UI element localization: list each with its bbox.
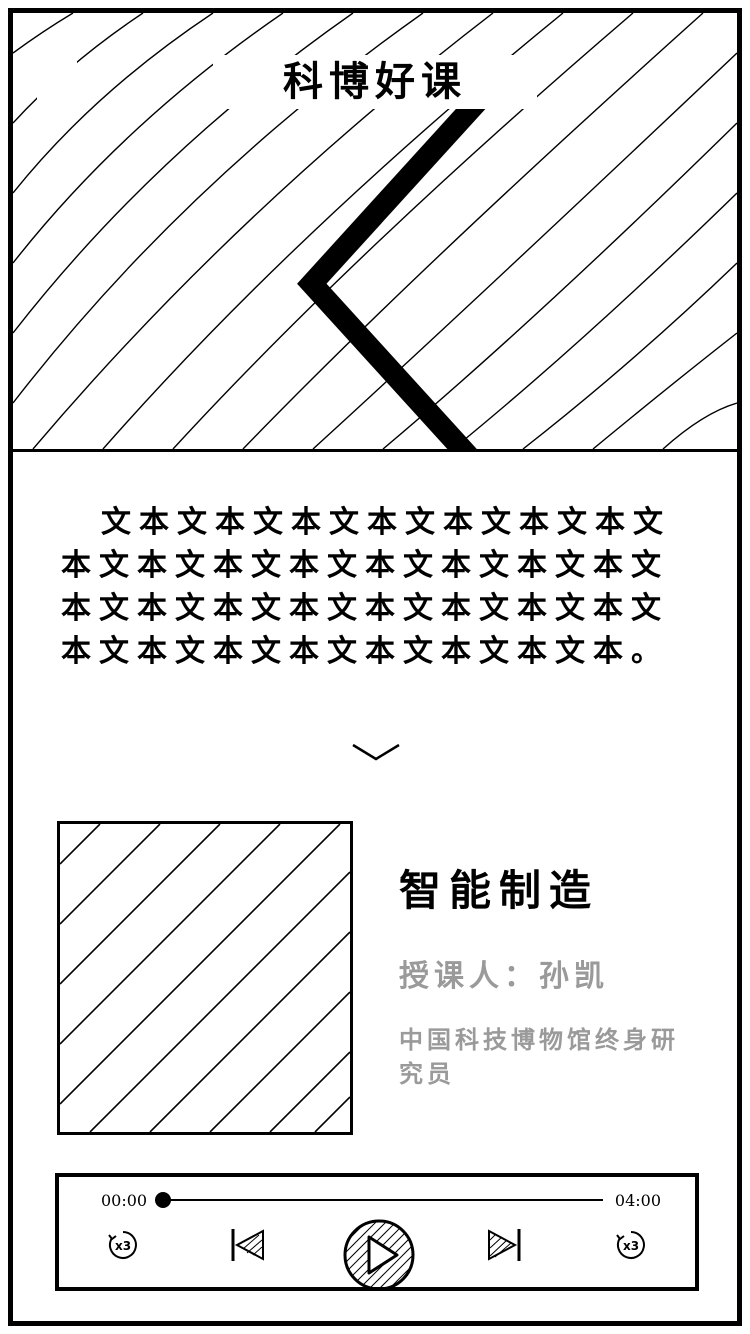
previous-icon (231, 1229, 264, 1261)
chevron-left-icon (297, 84, 495, 449)
chevron-down-icon (352, 743, 400, 761)
teacher-title: 中国科技博物馆终身研究员 (399, 1026, 679, 1088)
phone-frame: 科博好课 文本文本文本文本文本文本文本文本文本文本文本文本文本文本文本文本文本文… (8, 8, 742, 1326)
speed-icon: x3 (616, 1231, 645, 1259)
progress-bar[interactable] (155, 1192, 603, 1208)
next-button[interactable] (485, 1227, 523, 1263)
expand-description-button[interactable] (351, 739, 401, 765)
speed-label-left: x3 (115, 1239, 131, 1253)
back-button[interactable] (37, 57, 495, 449)
cover-image-placeholder (60, 824, 350, 1132)
course-description: 文本文本文本文本文本文本文本文本文本文本文本文本文本文本文本文本文本文本文本文本… (61, 505, 671, 669)
previous-button[interactable] (229, 1227, 267, 1263)
speed-button-left[interactable]: x3 (107, 1229, 139, 1261)
course-cover-image (57, 821, 353, 1135)
next-icon (488, 1229, 521, 1261)
speed-icon: x3 (108, 1231, 137, 1259)
header-banner: 科博好课 (13, 13, 737, 452)
speed-button-right[interactable]: x3 (615, 1229, 647, 1261)
speed-label-right: x3 (623, 1239, 639, 1253)
play-button[interactable] (341, 1217, 417, 1293)
play-icon (343, 1219, 415, 1291)
total-time: 04:00 (614, 1191, 661, 1210)
audio-player: 00:00 04:00 x3 (55, 1173, 699, 1291)
course-title: 智能制造 (399, 866, 600, 915)
progress-thumb[interactable] (155, 1192, 171, 1208)
teacher-name: 授课人：孙凯 (399, 959, 609, 994)
current-time: 00:00 (101, 1191, 148, 1210)
page-title: 科博好课 (213, 55, 537, 109)
